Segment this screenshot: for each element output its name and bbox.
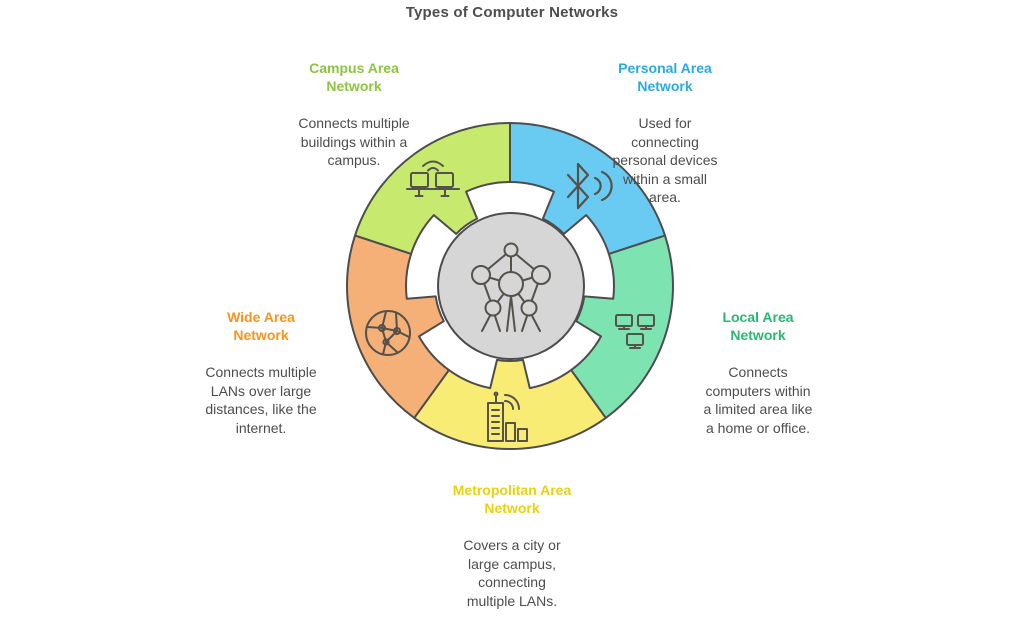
donut-segments [346, 122, 674, 451]
segment-description: Connects multiple LANs over large distan… [205, 364, 317, 436]
segment-description: Used for connecting personal devices wit… [612, 115, 718, 205]
label-wide-area-network: Wide Area Network Connects multiple LANs… [156, 289, 366, 456]
label-campus-area-network: Campus Area Network Connects multiple bu… [249, 40, 459, 188]
segment-heading: Personal Area Network [618, 59, 712, 95]
segment-description: Connects multiple buildings within a cam… [298, 115, 410, 168]
bluetooth-signal-icon [566, 162, 613, 210]
infographic-canvas: Types of Computer Networks [156, 4, 863, 609]
segment-heading: Wide Area Network [227, 308, 295, 344]
lan-computers-icon [615, 314, 655, 349]
label-personal-area-network: Personal Area Network Used for connectin… [560, 40, 770, 225]
segment-heading: Metropolitan Area Network [452, 481, 572, 517]
city-buildings-wifi-icon [487, 391, 528, 442]
label-metropolitan-area-network: Metropolitan Area Network Covers a city … [407, 462, 617, 629]
campus-computers-wifi-icon [406, 160, 460, 197]
network-hub-icon [471, 242, 551, 332]
segment-wide-area-network [346, 234, 450, 419]
segment-description: Connects computers within a limited area… [703, 364, 813, 436]
globe-network-icon [365, 310, 411, 356]
segment-heading: Local Area Network [722, 308, 794, 344]
label-local-area-network: Local Area Network Connects computers wi… [653, 289, 863, 456]
segment-description: Covers a city or large campus, connectin… [463, 537, 561, 609]
page-title: Types of Computer Networks [405, 4, 619, 21]
segment-heading: Campus Area Network [309, 59, 399, 95]
network-types-diagram [346, 122, 674, 451]
